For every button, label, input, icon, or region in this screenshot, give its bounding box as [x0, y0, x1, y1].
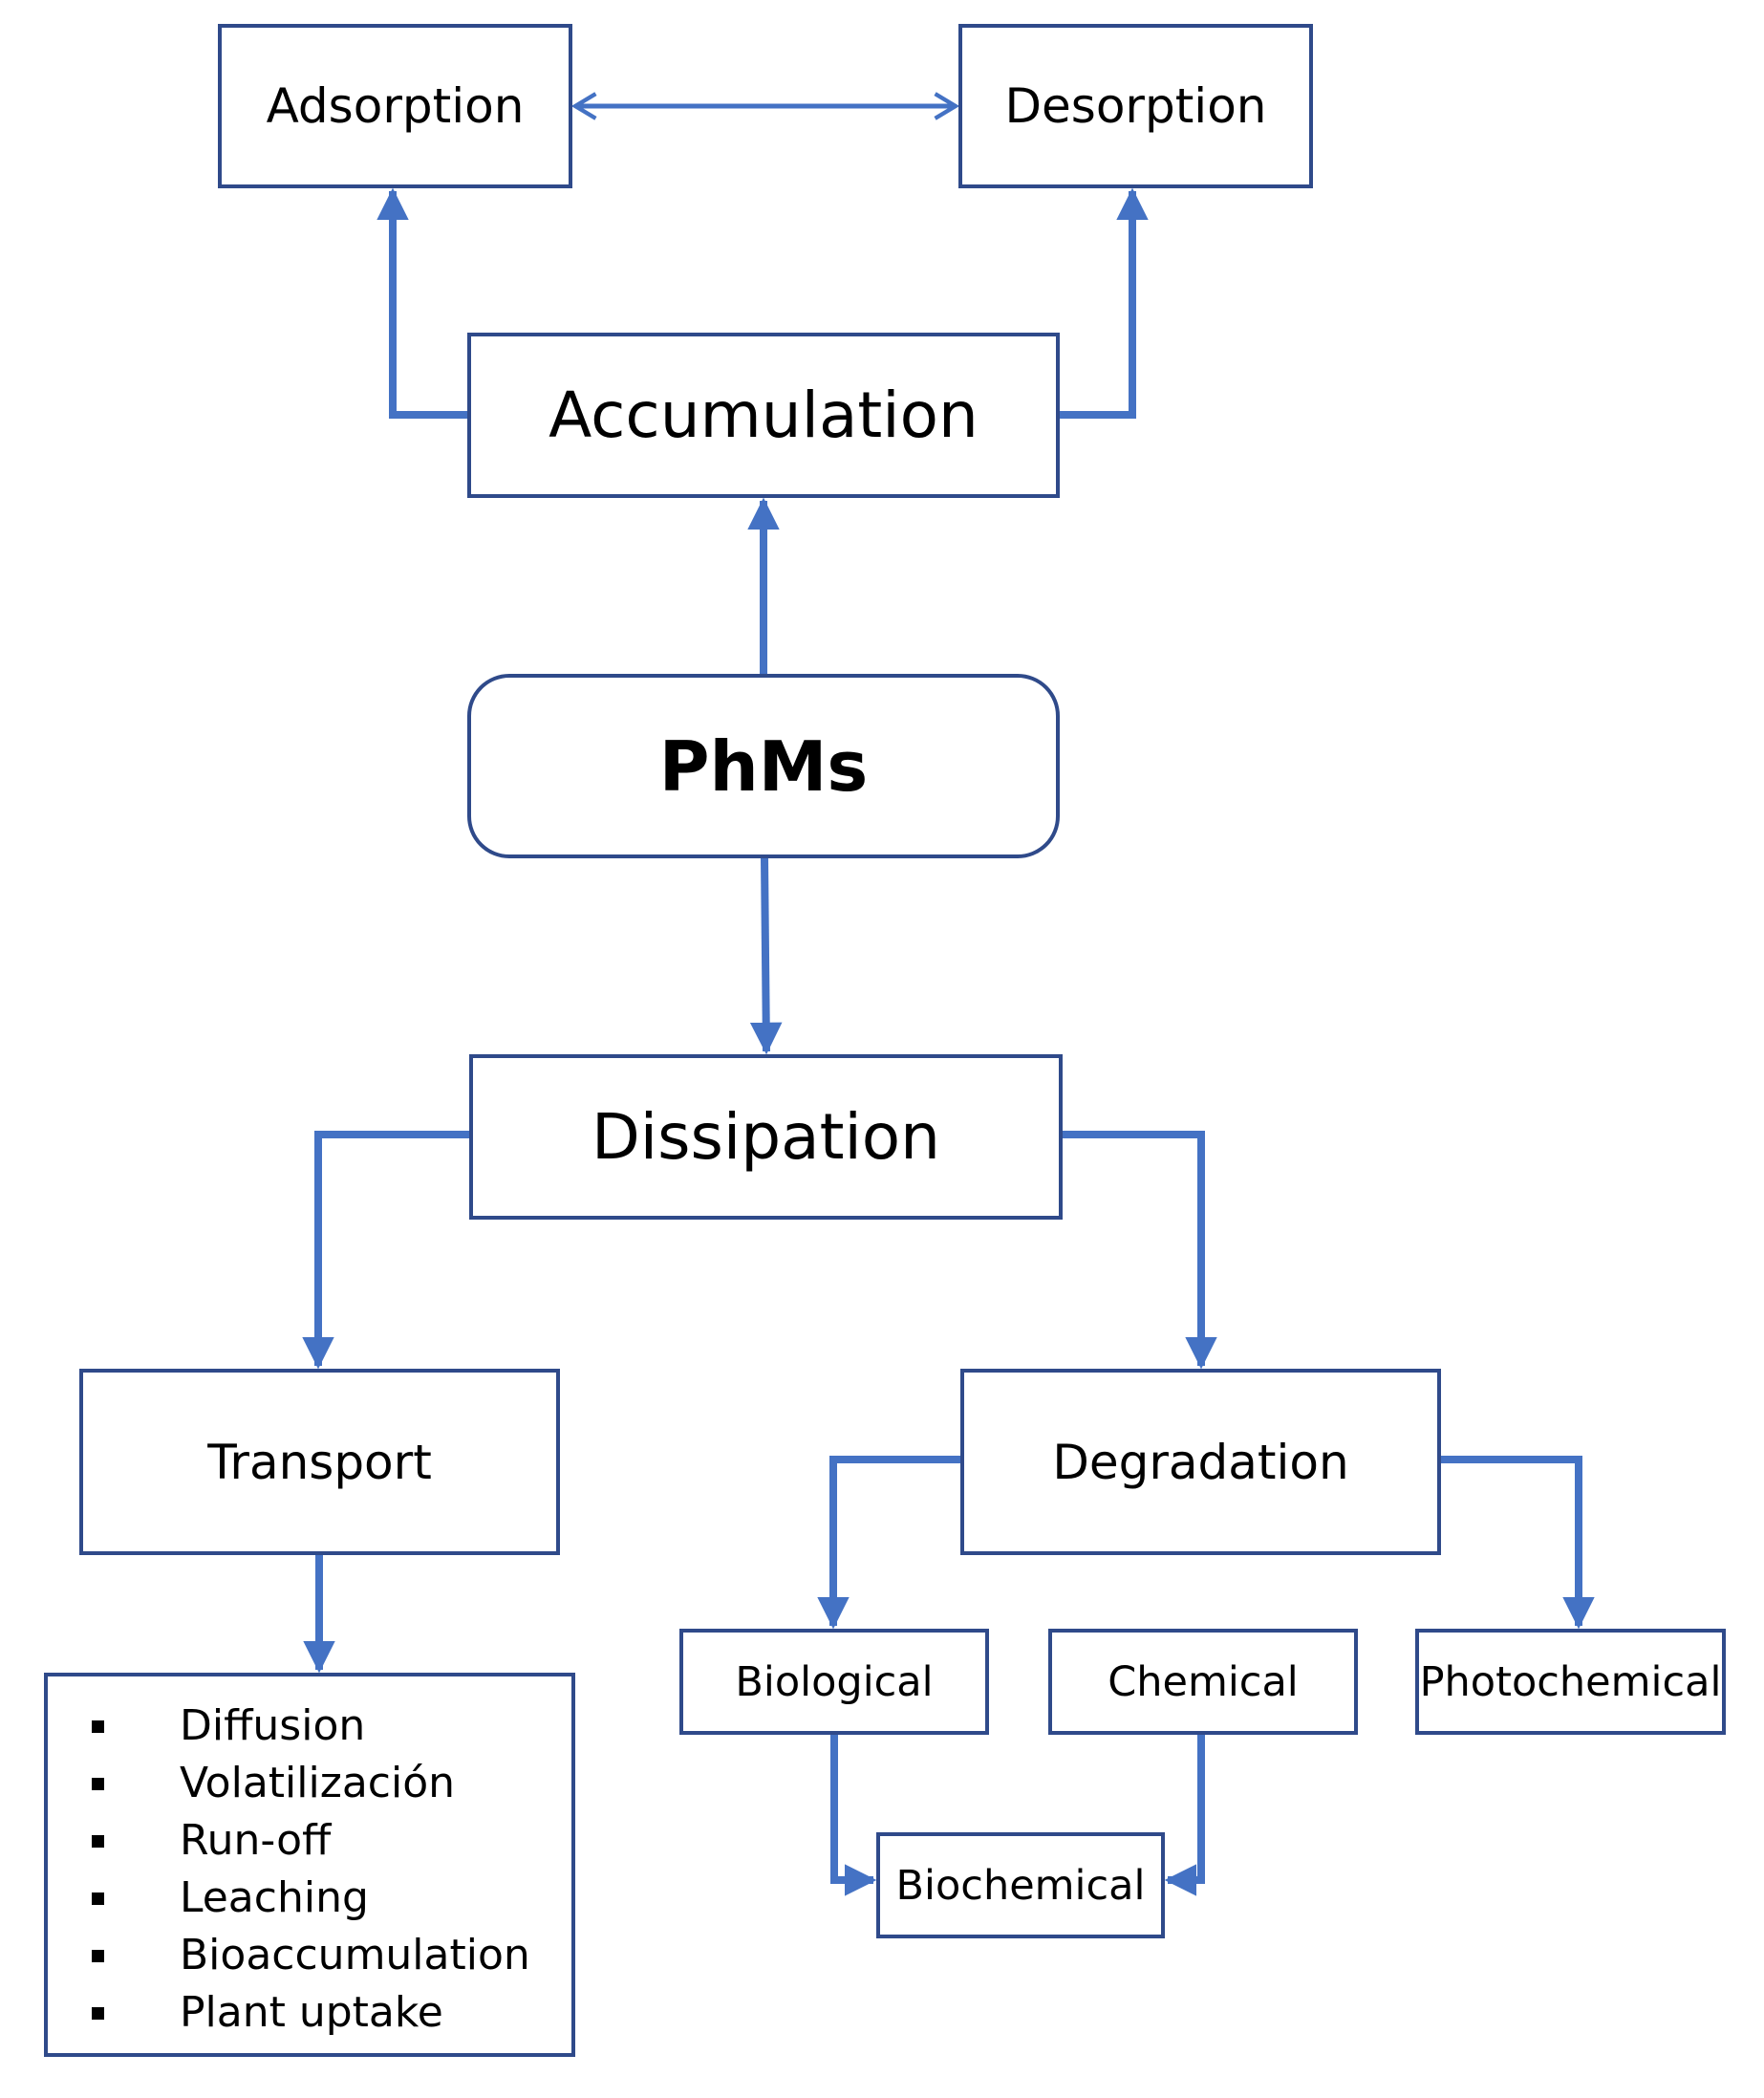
- edge-chemical-biochemical: [1164, 1735, 1205, 1896]
- node-chemical-label: Chemical: [1108, 1657, 1299, 1706]
- node-degradation-label: Degradation: [1052, 1434, 1349, 1490]
- node-degradation: Degradation: [960, 1369, 1441, 1555]
- edge-accumulation-desorption: [1060, 187, 1149, 419]
- node-photochemical: Photochemical: [1415, 1629, 1726, 1735]
- list-item-label: Plant uptake: [180, 1988, 443, 2037]
- node-phms-label: PhMs: [658, 725, 869, 807]
- square-bullet-icon: [92, 1835, 104, 1848]
- list-item-label: Leaching: [180, 1873, 369, 1922]
- node-chemical: Chemical: [1048, 1629, 1358, 1735]
- square-bullet-icon: [92, 2007, 104, 2020]
- list-item: Plant uptake: [48, 1984, 571, 2042]
- node-transport: Transport: [79, 1369, 560, 1555]
- node-phms: PhMs: [467, 674, 1060, 858]
- list-item: Volatilización: [48, 1755, 571, 1812]
- node-photochemical-label: Photochemical: [1419, 1657, 1722, 1706]
- node-desorption-label: Desorption: [1004, 78, 1267, 134]
- square-bullet-icon: [92, 1950, 104, 1962]
- square-bullet-icon: [92, 1720, 104, 1733]
- edge-degradation-biological: [817, 1456, 960, 1630]
- list-item: Run-off: [48, 1812, 571, 1870]
- node-biological: Biological: [679, 1629, 989, 1735]
- node-biochemical-label: Biochemical: [895, 1861, 1146, 1910]
- edge-accumulation-adsorption: [376, 187, 467, 419]
- node-adsorption-label: Adsorption: [266, 78, 525, 134]
- node-desorption: Desorption: [958, 24, 1313, 188]
- list-item: Bioaccumulation: [48, 1927, 571, 1984]
- edge-dissipation-transport: [302, 1131, 469, 1370]
- node-adsorption: Adsorption: [218, 24, 572, 188]
- edge-dissipation-degradation: [1063, 1131, 1217, 1370]
- list-item-label: Volatilización: [180, 1759, 455, 1807]
- node-transport-label: Transport: [207, 1434, 432, 1490]
- node-dissipation: Dissipation: [469, 1054, 1063, 1220]
- node-accumulation: Accumulation: [467, 333, 1060, 498]
- square-bullet-icon: [92, 1893, 104, 1905]
- list-item-label: Bioaccumulation: [180, 1931, 530, 1979]
- edge-biological-biochemical: [830, 1735, 877, 1896]
- list-item: Leaching: [48, 1870, 571, 1927]
- node-dissipation-label: Dissipation: [591, 1100, 941, 1174]
- edge-degradation-photochemical: [1441, 1456, 1595, 1630]
- list-item-label: Diffusion: [180, 1701, 366, 1750]
- node-biochemical: Biochemical: [876, 1832, 1165, 1938]
- transport-processes-list: Diffusion Volatilización Run-off Leachin…: [48, 1698, 571, 2042]
- node-biological-label: Biological: [735, 1657, 934, 1706]
- list-item-label: Run-off: [180, 1816, 332, 1865]
- edge-phms-dissipation: [749, 857, 783, 1055]
- square-bullet-icon: [92, 1778, 104, 1790]
- list-item: Diffusion: [48, 1698, 571, 1755]
- transport-processes-box: Diffusion Volatilización Run-off Leachin…: [44, 1673, 575, 2057]
- node-accumulation-label: Accumulation: [549, 379, 979, 452]
